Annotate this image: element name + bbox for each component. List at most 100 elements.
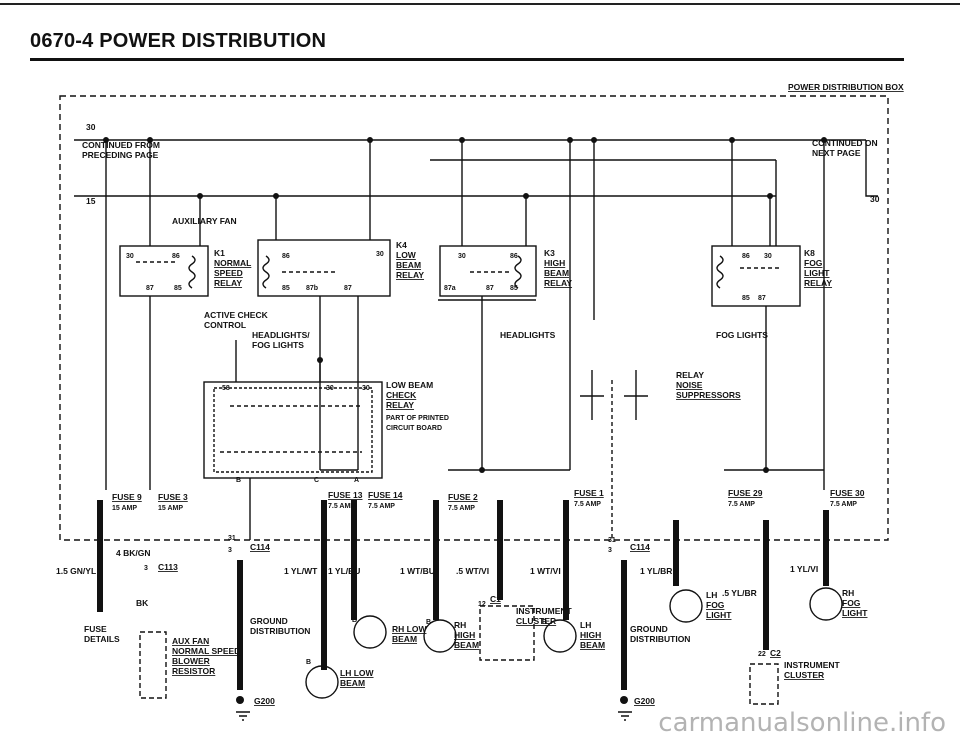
pin-lbc-30b: 30 bbox=[362, 385, 370, 392]
instrument-cluster-box-c1 bbox=[479, 605, 535, 661]
label-k8-relay: RELAY bbox=[804, 278, 832, 288]
pin-12: 12 bbox=[478, 601, 486, 608]
fuse-13-name: FUSE 13 bbox=[328, 490, 363, 500]
instrument-cluster-box-c2 bbox=[749, 663, 779, 705]
label-k4-relay: RELAY bbox=[396, 270, 424, 280]
label-rh-high-3: BEAM bbox=[454, 640, 479, 650]
wire-wtvi: 1 WT/VI bbox=[530, 566, 561, 576]
label-lbc-3: RELAY bbox=[386, 400, 414, 410]
label-t30-right: 30 bbox=[870, 194, 880, 204]
label-t30-left: 30 bbox=[86, 122, 96, 132]
label-aux-fan-res-2: NORMAL SPEED bbox=[172, 646, 240, 656]
pin-k1-87: 87 bbox=[146, 285, 154, 292]
label-k3-relay: RELAY bbox=[544, 278, 572, 288]
pin-k1-86: 86 bbox=[172, 253, 180, 260]
pin-k1-30: 30 bbox=[126, 253, 134, 260]
label-k3-high: HIGH bbox=[544, 258, 565, 268]
pin-lbc-c: C bbox=[314, 477, 319, 484]
fuse-29-name: FUSE 29 bbox=[728, 488, 763, 498]
pin-3-c113: 3 bbox=[144, 565, 148, 572]
pin-lbc-58: 58 bbox=[222, 385, 230, 392]
label-fuse-details-1: FUSE bbox=[84, 624, 107, 634]
page-title: 0670-4 POWER DISTRIBUTION bbox=[30, 30, 327, 52]
label-rh-fog-2: FOG bbox=[842, 598, 861, 608]
label-next-page: NEXT PAGE bbox=[812, 148, 861, 158]
fuse-30-amp: 7.5 AMP bbox=[830, 501, 857, 508]
label-aux-fan-res-1: AUX FAN bbox=[172, 636, 209, 646]
wire-ylbu: 1 YL/BU bbox=[328, 566, 360, 576]
wire-bk: BK bbox=[136, 598, 149, 608]
relay-k3-box bbox=[439, 245, 537, 297]
relay-k1-box bbox=[119, 245, 209, 297]
label-instrument-cluster-2-b: CLUSTER bbox=[784, 670, 824, 680]
fuse-9-amp: 15 AMP bbox=[112, 505, 137, 512]
pin-lbc-30a: 30 bbox=[326, 385, 334, 392]
label-preceding-page: PRECEDING PAGE bbox=[82, 150, 159, 160]
label-lh-fog-1: LH bbox=[706, 590, 717, 600]
pin-lbc-a: A bbox=[354, 477, 359, 484]
pin-3-right: 3 bbox=[608, 547, 612, 554]
pin-k3-87: 87 bbox=[486, 285, 494, 292]
pin-k4-85: 85 bbox=[282, 285, 290, 292]
label-k4-low: LOW bbox=[396, 250, 417, 260]
relay-k4-box bbox=[257, 239, 391, 297]
watermark: carmanualsonline.info bbox=[658, 708, 946, 738]
pin-b-rh-high: B bbox=[426, 619, 431, 626]
pin-k4-86: 86 bbox=[282, 253, 290, 260]
fuse-2-name: FUSE 2 bbox=[448, 492, 478, 502]
fuse-1-amp: 7.5 AMP bbox=[574, 501, 601, 508]
label-fuse-details-2: DETAILS bbox=[84, 634, 120, 644]
label-instrument-cluster-1-b: CLUSTER bbox=[516, 616, 556, 626]
pin-k3-86: 86 bbox=[510, 253, 518, 260]
pin-k4-87: 87 bbox=[344, 285, 352, 292]
power-distribution-box-outline bbox=[59, 95, 889, 541]
pin-b-lh-high: B bbox=[542, 619, 547, 626]
relay-k8-box bbox=[711, 245, 801, 307]
label-k4-beam: BEAM bbox=[396, 260, 421, 270]
label-g200-right: G200 bbox=[634, 696, 655, 706]
label-lbc-2: CHECK bbox=[386, 390, 417, 400]
low-beam-check-relay-box bbox=[203, 381, 383, 479]
fuse-1-name: FUSE 1 bbox=[574, 488, 604, 498]
label-rh-high-1: RH bbox=[454, 620, 466, 630]
label-c113: C113 bbox=[158, 562, 178, 572]
label-aux-fan: AUXILIARY FAN bbox=[172, 216, 237, 226]
label-rh-high-2: HIGH bbox=[454, 630, 475, 640]
label-k8-fog: FOG bbox=[804, 258, 823, 268]
label-ground-dist-left-1: GROUND bbox=[250, 616, 288, 626]
label-k1: K1 bbox=[214, 248, 225, 258]
label-g200-left: G200 bbox=[254, 696, 275, 706]
pin-k4-30: 30 bbox=[376, 251, 384, 258]
pin-k1-85: 85 bbox=[174, 285, 182, 292]
fuse-3-amp: 15 AMP bbox=[158, 505, 183, 512]
label-c114-right: C114 bbox=[630, 542, 650, 552]
label-lh-high-2: HIGH bbox=[580, 630, 601, 640]
label-t15: 15 bbox=[86, 196, 96, 206]
aux-fan-resistor-box bbox=[139, 631, 167, 699]
wire-ylvi: 1 YL/VI bbox=[790, 564, 818, 574]
label-relay-noise-3: SUPPRESSORS bbox=[676, 390, 741, 400]
pin-k4-87b: 87b bbox=[306, 285, 318, 292]
bus-30-right-tail bbox=[865, 140, 878, 197]
label-k8: K8 bbox=[804, 248, 815, 258]
wire-ylbr5: .5 YL/BR bbox=[722, 588, 757, 598]
label-instrument-cluster-1-a: INSTRUMENT bbox=[516, 606, 573, 616]
label-lbc-4: PART OF PRINTED bbox=[386, 415, 449, 422]
wire-ylwt: 1 YL/WT bbox=[284, 566, 318, 576]
label-box-title: POWER DISTRIBUTION BOX bbox=[788, 82, 904, 92]
pin-31-right: 31 bbox=[608, 537, 616, 544]
label-active-check: ACTIVE CHECK bbox=[204, 310, 269, 320]
label-lh-high-3: BEAM bbox=[580, 640, 605, 650]
label-lh-low-1: LH LOW bbox=[340, 668, 374, 678]
pin-k8-86: 86 bbox=[742, 253, 750, 260]
wire-ylbr: 1 YL/BR bbox=[640, 566, 672, 576]
label-continued-from: CONTINUED FROM bbox=[82, 140, 160, 150]
label-headlights-fog-1: HEADLIGHTS/ bbox=[252, 330, 310, 340]
label-k1-relay: RELAY bbox=[214, 278, 242, 288]
label-continued-on: CONTINUED ON bbox=[812, 138, 878, 148]
label-aux-fan-res-4: RESISTOR bbox=[172, 666, 215, 676]
wire-wtvi5: .5 WT/VI bbox=[456, 566, 489, 576]
label-control: CONTROL bbox=[204, 320, 246, 330]
